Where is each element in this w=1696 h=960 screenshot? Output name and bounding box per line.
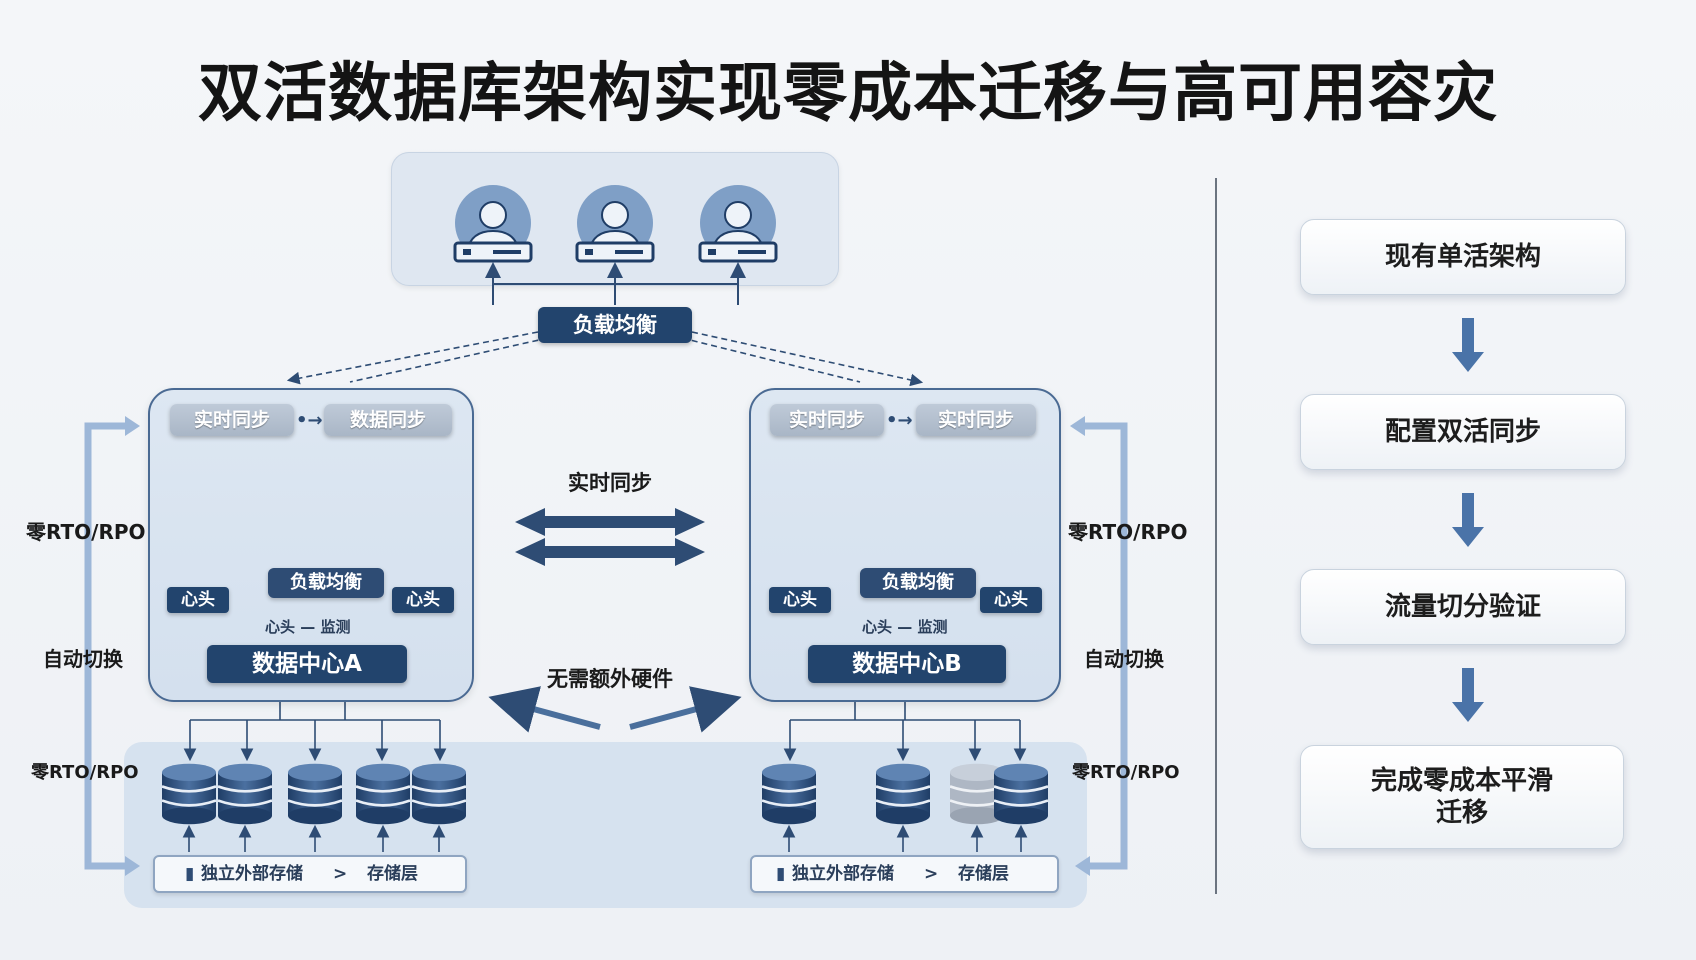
step-1: 现有单活架构: [1300, 219, 1626, 295]
dc-b-heartbeat-right: 心头: [980, 587, 1042, 613]
dc-b-storage-left: 独立外部存储: [792, 864, 894, 884]
load-balancer-top: 负载均衡: [538, 307, 692, 343]
no-hardware-label: 无需额外硬件: [547, 667, 673, 691]
dc-a-sync-arrow-icon: •→: [296, 410, 323, 431]
left-rto-top: 零RTO/RPO: [26, 520, 146, 544]
left-auto-switch: 自动切换: [43, 647, 123, 671]
dc-a-heartbeat-right: 心头: [392, 587, 454, 613]
dc-b-sync-right: 实时同步: [916, 404, 1036, 436]
dc-b-label: 数据中心B: [808, 645, 1006, 683]
dc-a-sync-left: 实时同步: [170, 404, 294, 436]
dc-a-label: 数据中心A: [207, 645, 407, 683]
right-rto-top: 零RTO/RPO: [1068, 520, 1188, 544]
dc-a-heartbeat-line-sep: —: [300, 618, 321, 636]
dc-b-sync-arrow-icon: •→: [886, 410, 913, 431]
dc-b-heartbeat-line-left: 心头: [862, 618, 893, 636]
dc-b-storage-icon: ▮: [776, 864, 786, 884]
dc-b-heartbeat-line-sep: —: [897, 618, 918, 636]
dc-a-storage-right: 存储层: [367, 864, 418, 884]
step-3: 流量切分验证: [1300, 569, 1626, 645]
dc-a-load-balancer: 负载均衡: [268, 568, 384, 598]
vertical-divider: [1215, 178, 1217, 894]
dc-a-storage-left: 独立外部存储: [201, 864, 303, 884]
step-2: 配置双活同步: [1300, 394, 1626, 470]
dc-a-storage-icon: ▮: [185, 864, 195, 884]
dc-b-storage-right: 存储层: [958, 864, 1009, 884]
dc-a-storage-bar: 独立外部存储 > 存储层 ▮: [153, 855, 467, 893]
dc-b-heartbeat-line-right: 监测: [917, 618, 948, 636]
right-auto-switch: 自动切换: [1084, 647, 1164, 671]
page-title: 双活数据库架构实现零成本迁移与高可用容灾: [198, 57, 1498, 131]
dc-b-storage-sep: >: [924, 864, 939, 884]
dc-b-storage-bar: 独立外部存储 > 存储层 ▮: [750, 855, 1059, 893]
center-sync-label: 实时同步: [568, 471, 652, 495]
dc-a-heartbeat-line-left: 心头: [265, 618, 296, 636]
dc-a-storage-sep: >: [333, 864, 348, 884]
dc-a-heartbeat-line-right: 监测: [320, 618, 351, 636]
dc-b-load-balancer: 负载均衡: [860, 568, 976, 598]
dc-a-heartbeat-left: 心头: [167, 587, 229, 613]
left-rto-bottom: 零RTO/RPO: [31, 762, 139, 783]
dc-b-sync-left: 实时同步: [770, 404, 884, 436]
dc-a-sync-right: 数据同步: [324, 404, 452, 436]
dc-b-heartbeat-left: 心头: [769, 587, 831, 613]
dc-b-heartbeat-line: 心头 — 监测: [862, 616, 948, 637]
dc-a-heartbeat-line: 心头 — 监测: [265, 616, 351, 637]
right-rto-bottom: 零RTO/RPO: [1072, 762, 1180, 783]
step-4: 完成零成本平滑迁移: [1300, 745, 1624, 849]
